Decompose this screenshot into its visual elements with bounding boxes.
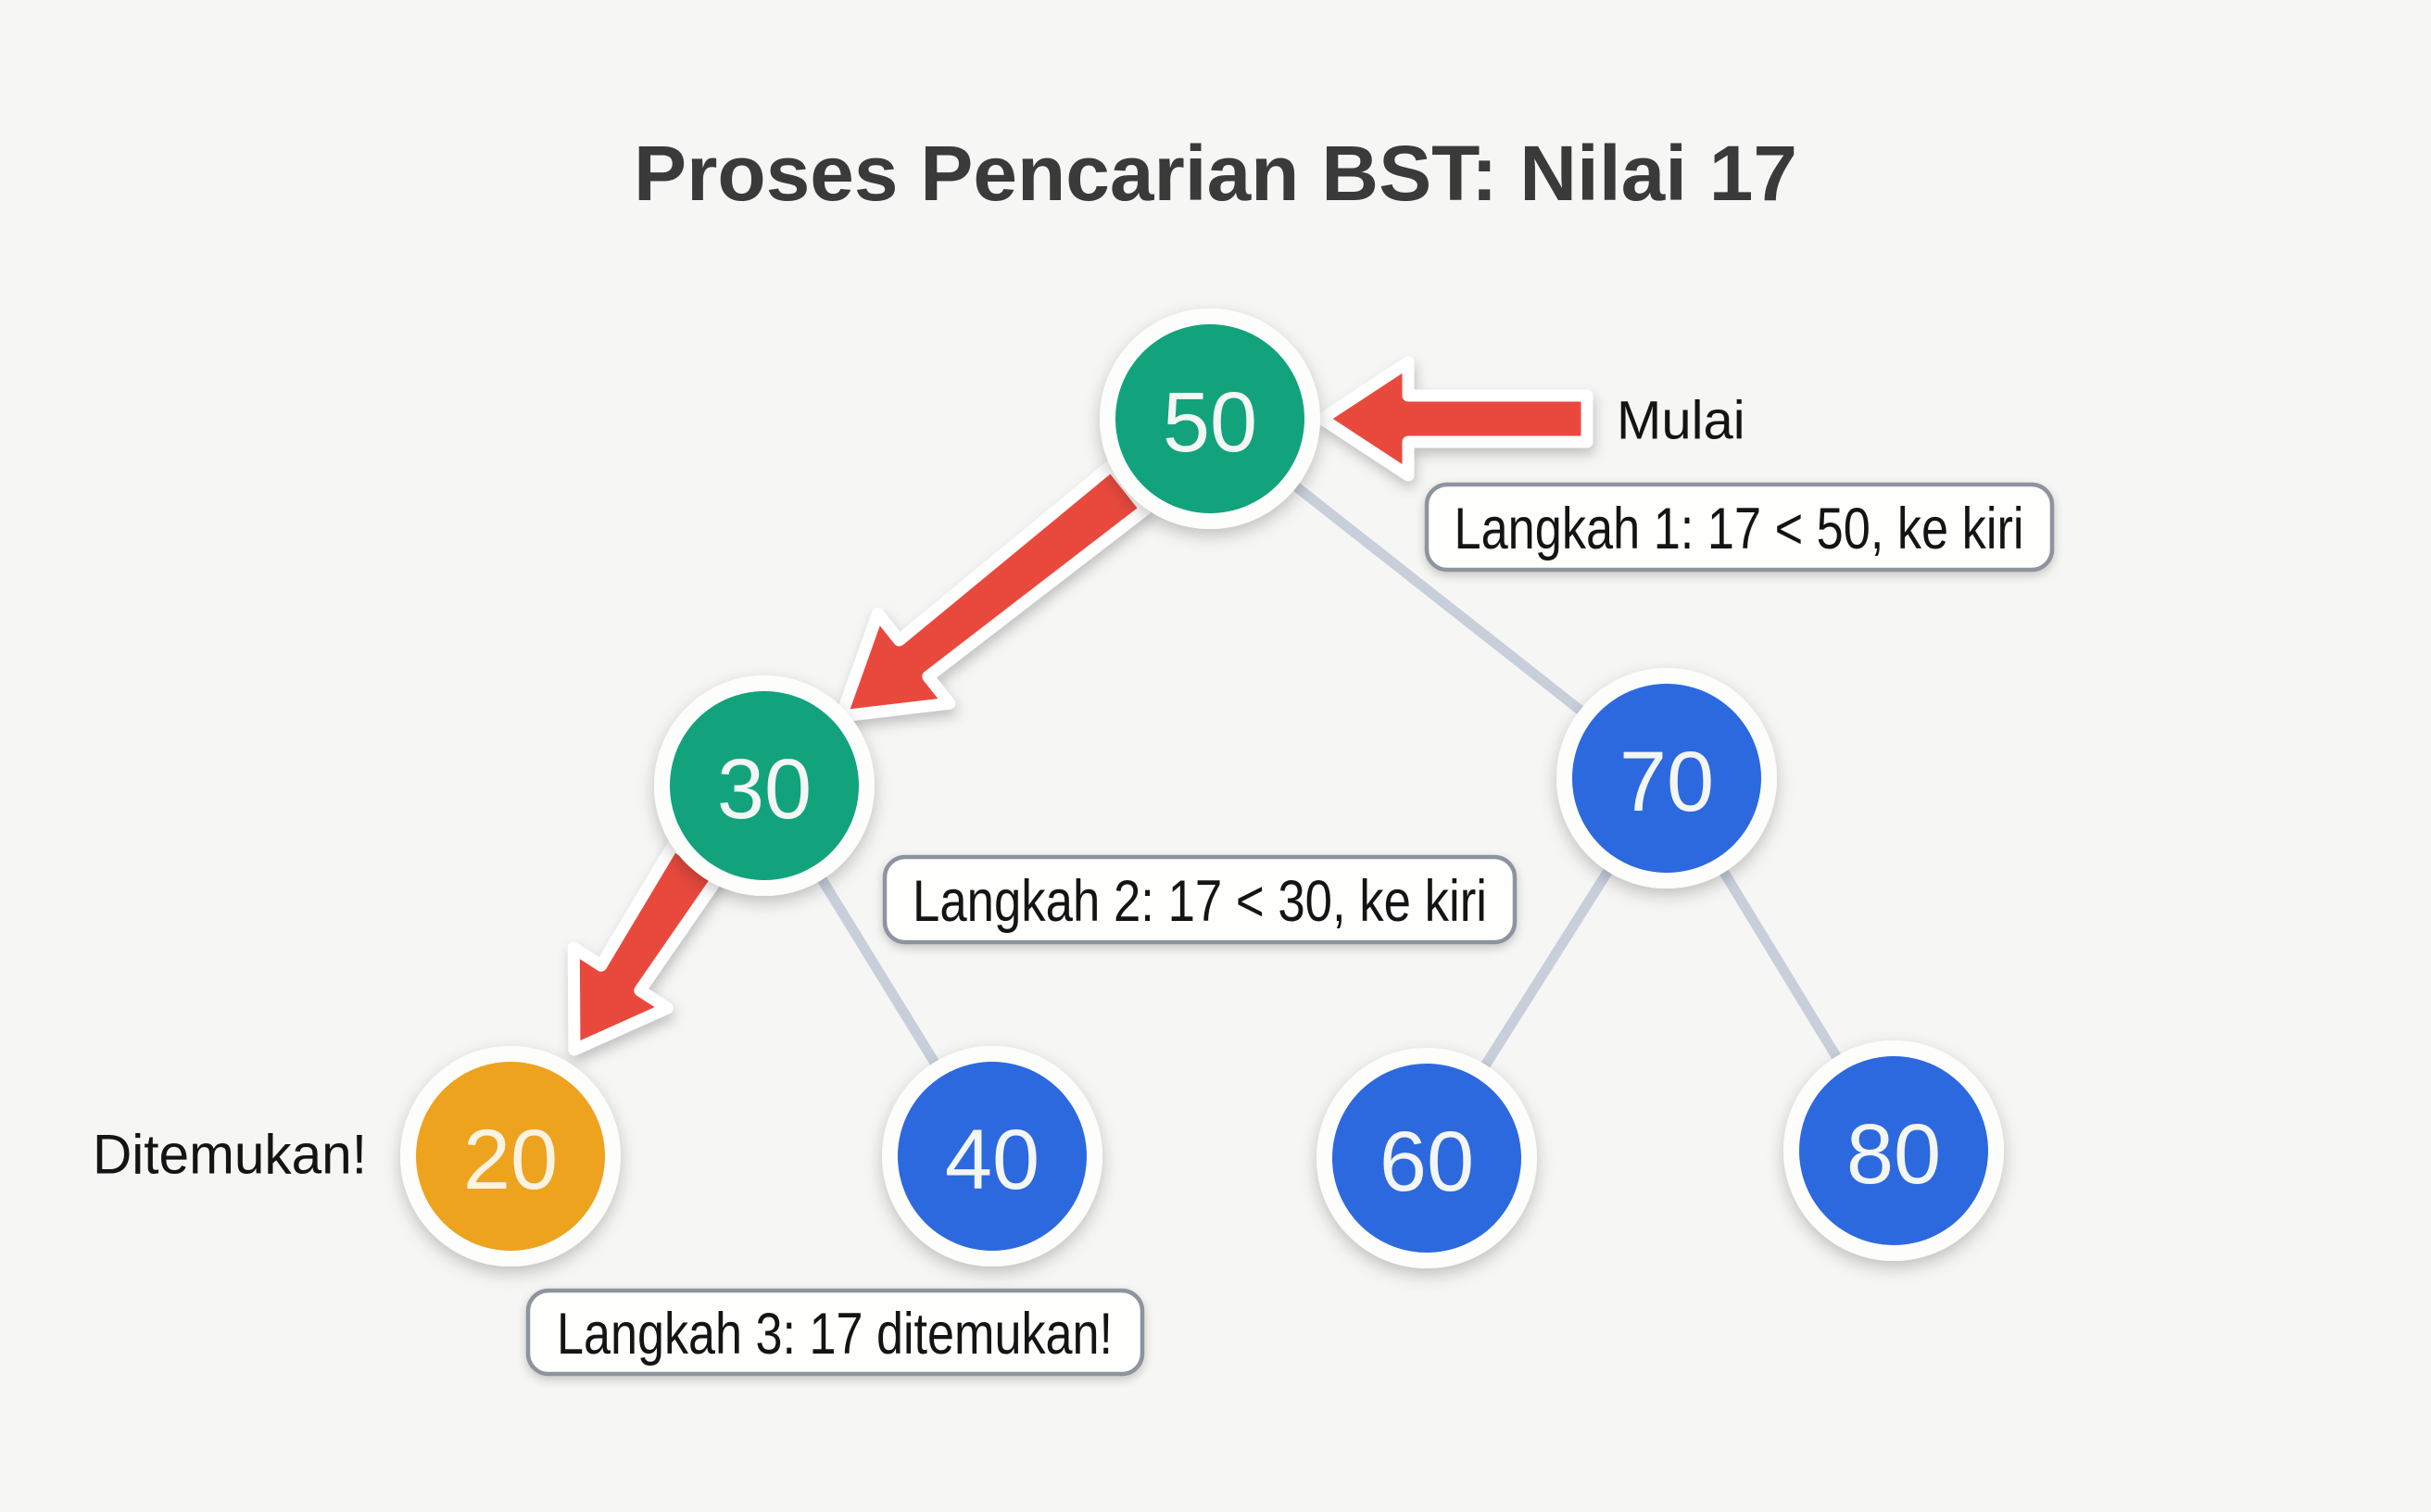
tree-node-30: 30 — [654, 675, 875, 896]
node-fill — [898, 1062, 1087, 1251]
tree-nodes: 50 30 70 20 40 60 — [400, 309, 2004, 1268]
tree-node-40: 40 — [882, 1046, 1102, 1266]
start-arrow — [1316, 356, 1593, 482]
step-text: Langkah 1: 17 < 50, ke kiri — [1455, 497, 2024, 561]
tree-node-80: 80 — [1783, 1040, 2004, 1261]
node-fill — [1115, 324, 1304, 513]
step-text: Langkah 2: 17 < 30, ke kiri — [913, 869, 1487, 934]
step-label-box-3: Langkah 3: 17 ditemukan! — [525, 1288, 1145, 1377]
node-fill — [1572, 684, 1761, 873]
node-value: 30 — [717, 742, 812, 837]
step-box — [1424, 482, 2055, 573]
step-box — [882, 854, 1518, 945]
node-value: 60 — [1379, 1115, 1474, 1209]
diagram-title: Proses Pencarian BST: Nilai 17 — [634, 130, 1797, 217]
node-value: 80 — [1846, 1107, 1941, 1202]
step-labels: Langkah 1: 17 < 50, ke kiri Langkah 2: 1… — [525, 482, 2055, 1377]
tree-node-20: 20 — [400, 1046, 621, 1266]
step-label-box-2: Langkah 2: 17 < 30, ke kiri — [882, 854, 1518, 945]
node-fill — [416, 1062, 605, 1251]
tree-node-50: 50 — [1100, 309, 1320, 529]
node-fill — [1799, 1056, 1988, 1245]
step-label-box-1: Langkah 1: 17 < 50, ke kiri — [1424, 482, 2055, 573]
step-box — [525, 1288, 1145, 1377]
arrow-50-to-30 — [835, 460, 1153, 723]
search-arrows — [567, 356, 1593, 1056]
found-label: Ditemukan! — [93, 1124, 367, 1186]
node-value: 40 — [945, 1113, 1039, 1207]
node-value: 50 — [1163, 375, 1257, 470]
tree-node-70: 70 — [1556, 668, 1777, 888]
start-label: Mulai — [1617, 391, 1745, 451]
step-text: Langkah 3: 17 ditemukan! — [557, 1302, 1113, 1367]
node-value: 70 — [1619, 735, 1714, 829]
node-value: 20 — [463, 1113, 558, 1207]
node-fill — [670, 691, 859, 880]
node-fill — [1332, 1064, 1521, 1253]
arrow-30-to-20 — [567, 838, 726, 1056]
tree-node-60: 60 — [1316, 1048, 1537, 1268]
